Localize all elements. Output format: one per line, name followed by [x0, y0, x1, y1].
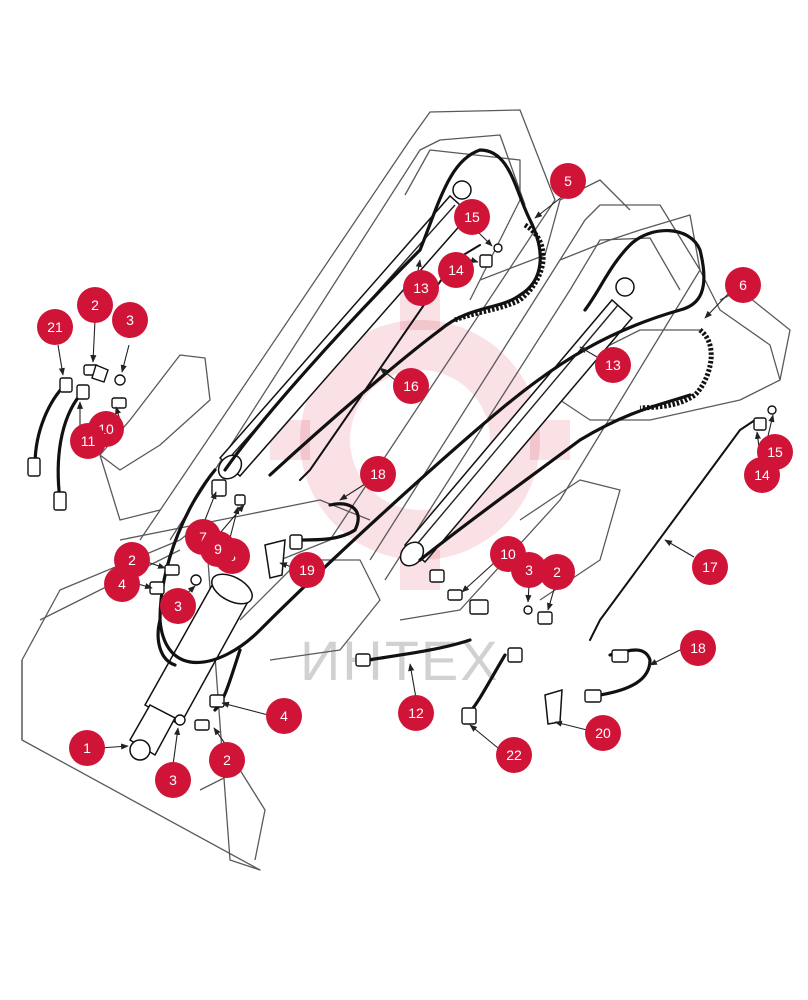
svg-text:17: 17 [702, 559, 718, 575]
svg-text:16: 16 [403, 378, 419, 394]
svg-text:14: 14 [448, 262, 464, 278]
callout-3[interactable]: 3 [160, 588, 196, 624]
callout-13[interactable]: 13 [403, 270, 439, 306]
svg-text:13: 13 [605, 357, 621, 373]
svg-text:15: 15 [464, 209, 480, 225]
svg-text:2: 2 [128, 552, 136, 568]
svg-text:2: 2 [553, 564, 561, 580]
callout-21[interactable]: 21 [37, 309, 73, 345]
svg-text:14: 14 [754, 467, 770, 483]
svg-text:10: 10 [500, 546, 516, 562]
hose-lines [156, 148, 756, 714]
svg-text:4: 4 [118, 576, 126, 592]
svg-text:12: 12 [408, 705, 424, 721]
svg-text:3: 3 [126, 312, 134, 328]
svg-text:3: 3 [525, 562, 533, 578]
svg-text:3: 3 [169, 772, 177, 788]
svg-text:2: 2 [223, 752, 231, 768]
svg-text:2: 2 [91, 297, 99, 313]
callout-2[interactable]: 2 [539, 554, 575, 590]
svg-text:1: 1 [83, 740, 91, 756]
callout-18[interactable]: 18 [680, 630, 716, 666]
svg-text:11: 11 [81, 433, 96, 449]
callout-22[interactable]: 22 [496, 737, 532, 773]
callout-2[interactable]: 2 [77, 287, 113, 323]
watermark-text: ИНТЕХ [300, 629, 500, 692]
callout-12[interactable]: 12 [398, 695, 434, 731]
callout-16[interactable]: 16 [393, 368, 429, 404]
callout-20[interactable]: 20 [585, 715, 621, 751]
svg-text:18: 18 [370, 466, 386, 482]
svg-text:19: 19 [299, 562, 315, 578]
callout-17[interactable]: 17 [692, 549, 728, 585]
callout-13[interactable]: 13 [595, 347, 631, 383]
callout-4[interactable]: 4 [266, 698, 302, 734]
callout-15[interactable]: 15 [757, 434, 793, 470]
callout-6[interactable]: 6 [725, 267, 761, 303]
svg-text:6: 6 [739, 277, 747, 293]
callout-3[interactable]: 3 [155, 762, 191, 798]
svg-text:7: 7 [199, 529, 207, 545]
svg-text:3: 3 [174, 598, 182, 614]
svg-text:5: 5 [564, 173, 572, 189]
callout-10[interactable]: 10 [490, 536, 526, 572]
svg-text:15: 15 [767, 444, 783, 460]
callouts: 1 2 2 2 2 3 3 3 3 4 4 5 6 7 8 9 10 10 11… [37, 163, 793, 798]
svg-text:9: 9 [214, 541, 222, 557]
lift-cylinder-right [399, 277, 635, 567]
svg-text:20: 20 [595, 725, 611, 741]
svg-text:4: 4 [280, 708, 288, 724]
svg-text:22: 22 [506, 747, 522, 763]
svg-text:18: 18 [690, 640, 706, 656]
callout-4[interactable]: 4 [104, 566, 140, 602]
callout-11[interactable]: 11 [70, 423, 106, 459]
callout-3[interactable]: 3 [112, 302, 148, 338]
callout-9[interactable]: 9 [200, 531, 236, 567]
callout-18[interactable]: 18 [360, 456, 396, 492]
callout-5[interactable]: 5 [550, 163, 586, 199]
svg-text:21: 21 [47, 319, 63, 335]
hose-assembly-11-21 [27, 377, 90, 511]
fittings [83, 243, 777, 731]
callout-1[interactable]: 1 [69, 730, 105, 766]
svg-text:13: 13 [413, 280, 429, 296]
callout-19[interactable]: 19 [289, 552, 325, 588]
bucket-cylinder [128, 573, 253, 761]
callout-2[interactable]: 2 [209, 742, 245, 778]
callout-15[interactable]: 15 [454, 199, 490, 235]
callout-14[interactable]: 14 [438, 252, 474, 288]
